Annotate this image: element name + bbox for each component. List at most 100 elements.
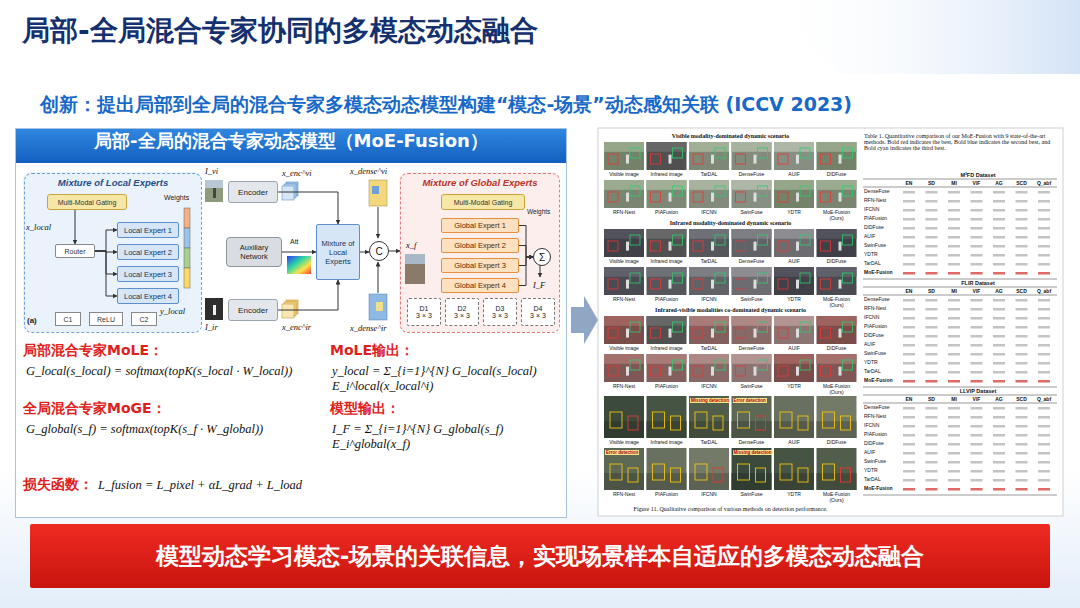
table-value-mark xyxy=(1016,452,1028,455)
photo-person xyxy=(669,193,672,202)
table-value-mark xyxy=(948,272,960,275)
photo-sky xyxy=(774,316,814,326)
highlight-box xyxy=(758,322,768,332)
highlight-box xyxy=(608,279,618,289)
photo-thumbnail xyxy=(647,229,687,257)
highlight-box xyxy=(608,328,618,338)
table-value-mark xyxy=(1038,227,1050,230)
expert-box: Global Expert 3 xyxy=(441,258,519,273)
connector xyxy=(519,246,533,258)
formula-heading: 全局混合专家MoGE： xyxy=(23,400,166,418)
table-value-mark xyxy=(971,200,983,203)
table-value-mark xyxy=(971,299,983,302)
input-image xyxy=(205,298,223,320)
table-value-mark xyxy=(1038,317,1050,320)
operator-symbol: C xyxy=(374,246,383,257)
table-cell: RFN-Nest xyxy=(864,413,886,419)
formula-heading: 局部混合专家MoLE： xyxy=(23,342,163,360)
weights-bar xyxy=(184,228,190,248)
box-label: Auxiliary Network xyxy=(227,243,281,261)
table-value-mark xyxy=(903,434,915,437)
image-caption: IFCNN xyxy=(688,383,730,389)
table-value-mark xyxy=(948,218,960,221)
image-caption: Visible image xyxy=(603,345,645,351)
table-value-mark xyxy=(926,209,938,212)
table-value-mark xyxy=(1038,308,1050,311)
table-value-mark xyxy=(926,488,938,491)
table-value-mark xyxy=(971,407,983,410)
photo-sky xyxy=(732,354,772,364)
table-value-mark xyxy=(971,452,983,455)
operator-circle: Σ xyxy=(533,248,551,266)
table-rule xyxy=(863,295,1057,296)
image-caption: Infrared image xyxy=(646,439,688,445)
table-value-mark xyxy=(1038,344,1050,347)
signal-label: x_enc^vi xyxy=(282,168,312,178)
table-rule xyxy=(863,403,1057,404)
highlight-box xyxy=(800,322,810,332)
image-caption: DIDFuse xyxy=(816,171,858,177)
photo-thumbnail xyxy=(732,354,772,382)
table-value-mark xyxy=(1038,326,1050,329)
highlight-box xyxy=(630,186,640,196)
banner-text: 模型动态学习模态-场景的关联信息，实现场景样本自适应的多模态动态融合 xyxy=(155,541,926,572)
highlight-box xyxy=(736,279,746,289)
photo-sky xyxy=(817,354,857,364)
table-value-mark xyxy=(926,461,938,464)
column-header: MI xyxy=(943,180,965,186)
table-value-mark xyxy=(993,245,1005,248)
detection-box xyxy=(798,416,808,430)
table-value-mark xyxy=(993,254,1005,257)
table-value-mark xyxy=(926,299,938,302)
table-value-mark xyxy=(1038,263,1050,266)
table-value-mark xyxy=(903,416,915,419)
signal-label: x_enc^ir xyxy=(282,322,311,332)
table-value-mark xyxy=(971,443,983,446)
table-value-mark xyxy=(903,299,915,302)
image-caption: TarDAL xyxy=(688,345,730,351)
photo-sky xyxy=(647,180,687,190)
photo-thumbnail xyxy=(732,316,772,344)
detection-box xyxy=(756,416,766,430)
photo-thumbnail xyxy=(604,229,644,257)
table-value-mark xyxy=(948,416,960,419)
table-value-mark xyxy=(926,263,938,266)
feature-map xyxy=(369,180,387,206)
table-value-mark xyxy=(993,335,1005,338)
photo-thumbnail xyxy=(689,180,729,208)
highlight-box xyxy=(843,186,853,196)
table-rule xyxy=(863,187,1057,188)
highlight-box xyxy=(736,366,746,376)
highlight-box xyxy=(630,322,640,332)
table-value-mark xyxy=(1016,200,1028,203)
conv-box: D33 × 3 xyxy=(483,298,517,326)
image-caption: TarDAL xyxy=(688,171,730,177)
table-value-mark xyxy=(1038,218,1050,221)
mole-ground xyxy=(23,172,201,332)
signal-label: x_local xyxy=(26,222,51,232)
table-value-mark xyxy=(948,443,960,446)
photo-thumbnail xyxy=(774,448,814,490)
detection-box xyxy=(695,464,707,480)
column-header: SD xyxy=(921,396,943,402)
feature-stack xyxy=(282,304,294,318)
image-caption: RFN-Nest xyxy=(603,209,645,215)
column-header: SD xyxy=(921,180,943,186)
column-header: MI xyxy=(943,396,965,402)
box-label: Encoder xyxy=(237,188,269,197)
highlight-box xyxy=(673,186,683,196)
expert-box: Local Expert 2 xyxy=(117,244,179,260)
detection-tag: Missing detection xyxy=(690,398,730,403)
table-value-mark xyxy=(1016,416,1028,419)
photo-sky xyxy=(647,316,687,326)
connector xyxy=(519,257,533,286)
photo-sky xyxy=(689,142,729,152)
table-value-mark xyxy=(993,191,1005,194)
box-label: Local Expert 3 xyxy=(123,270,173,279)
column-header: SCD xyxy=(1011,288,1033,294)
photo-person xyxy=(796,193,799,202)
table-value-mark xyxy=(1016,335,1028,338)
table-value-mark xyxy=(993,308,1005,311)
image-caption: PIAFusion xyxy=(646,296,688,302)
table-value-mark xyxy=(993,344,1005,347)
